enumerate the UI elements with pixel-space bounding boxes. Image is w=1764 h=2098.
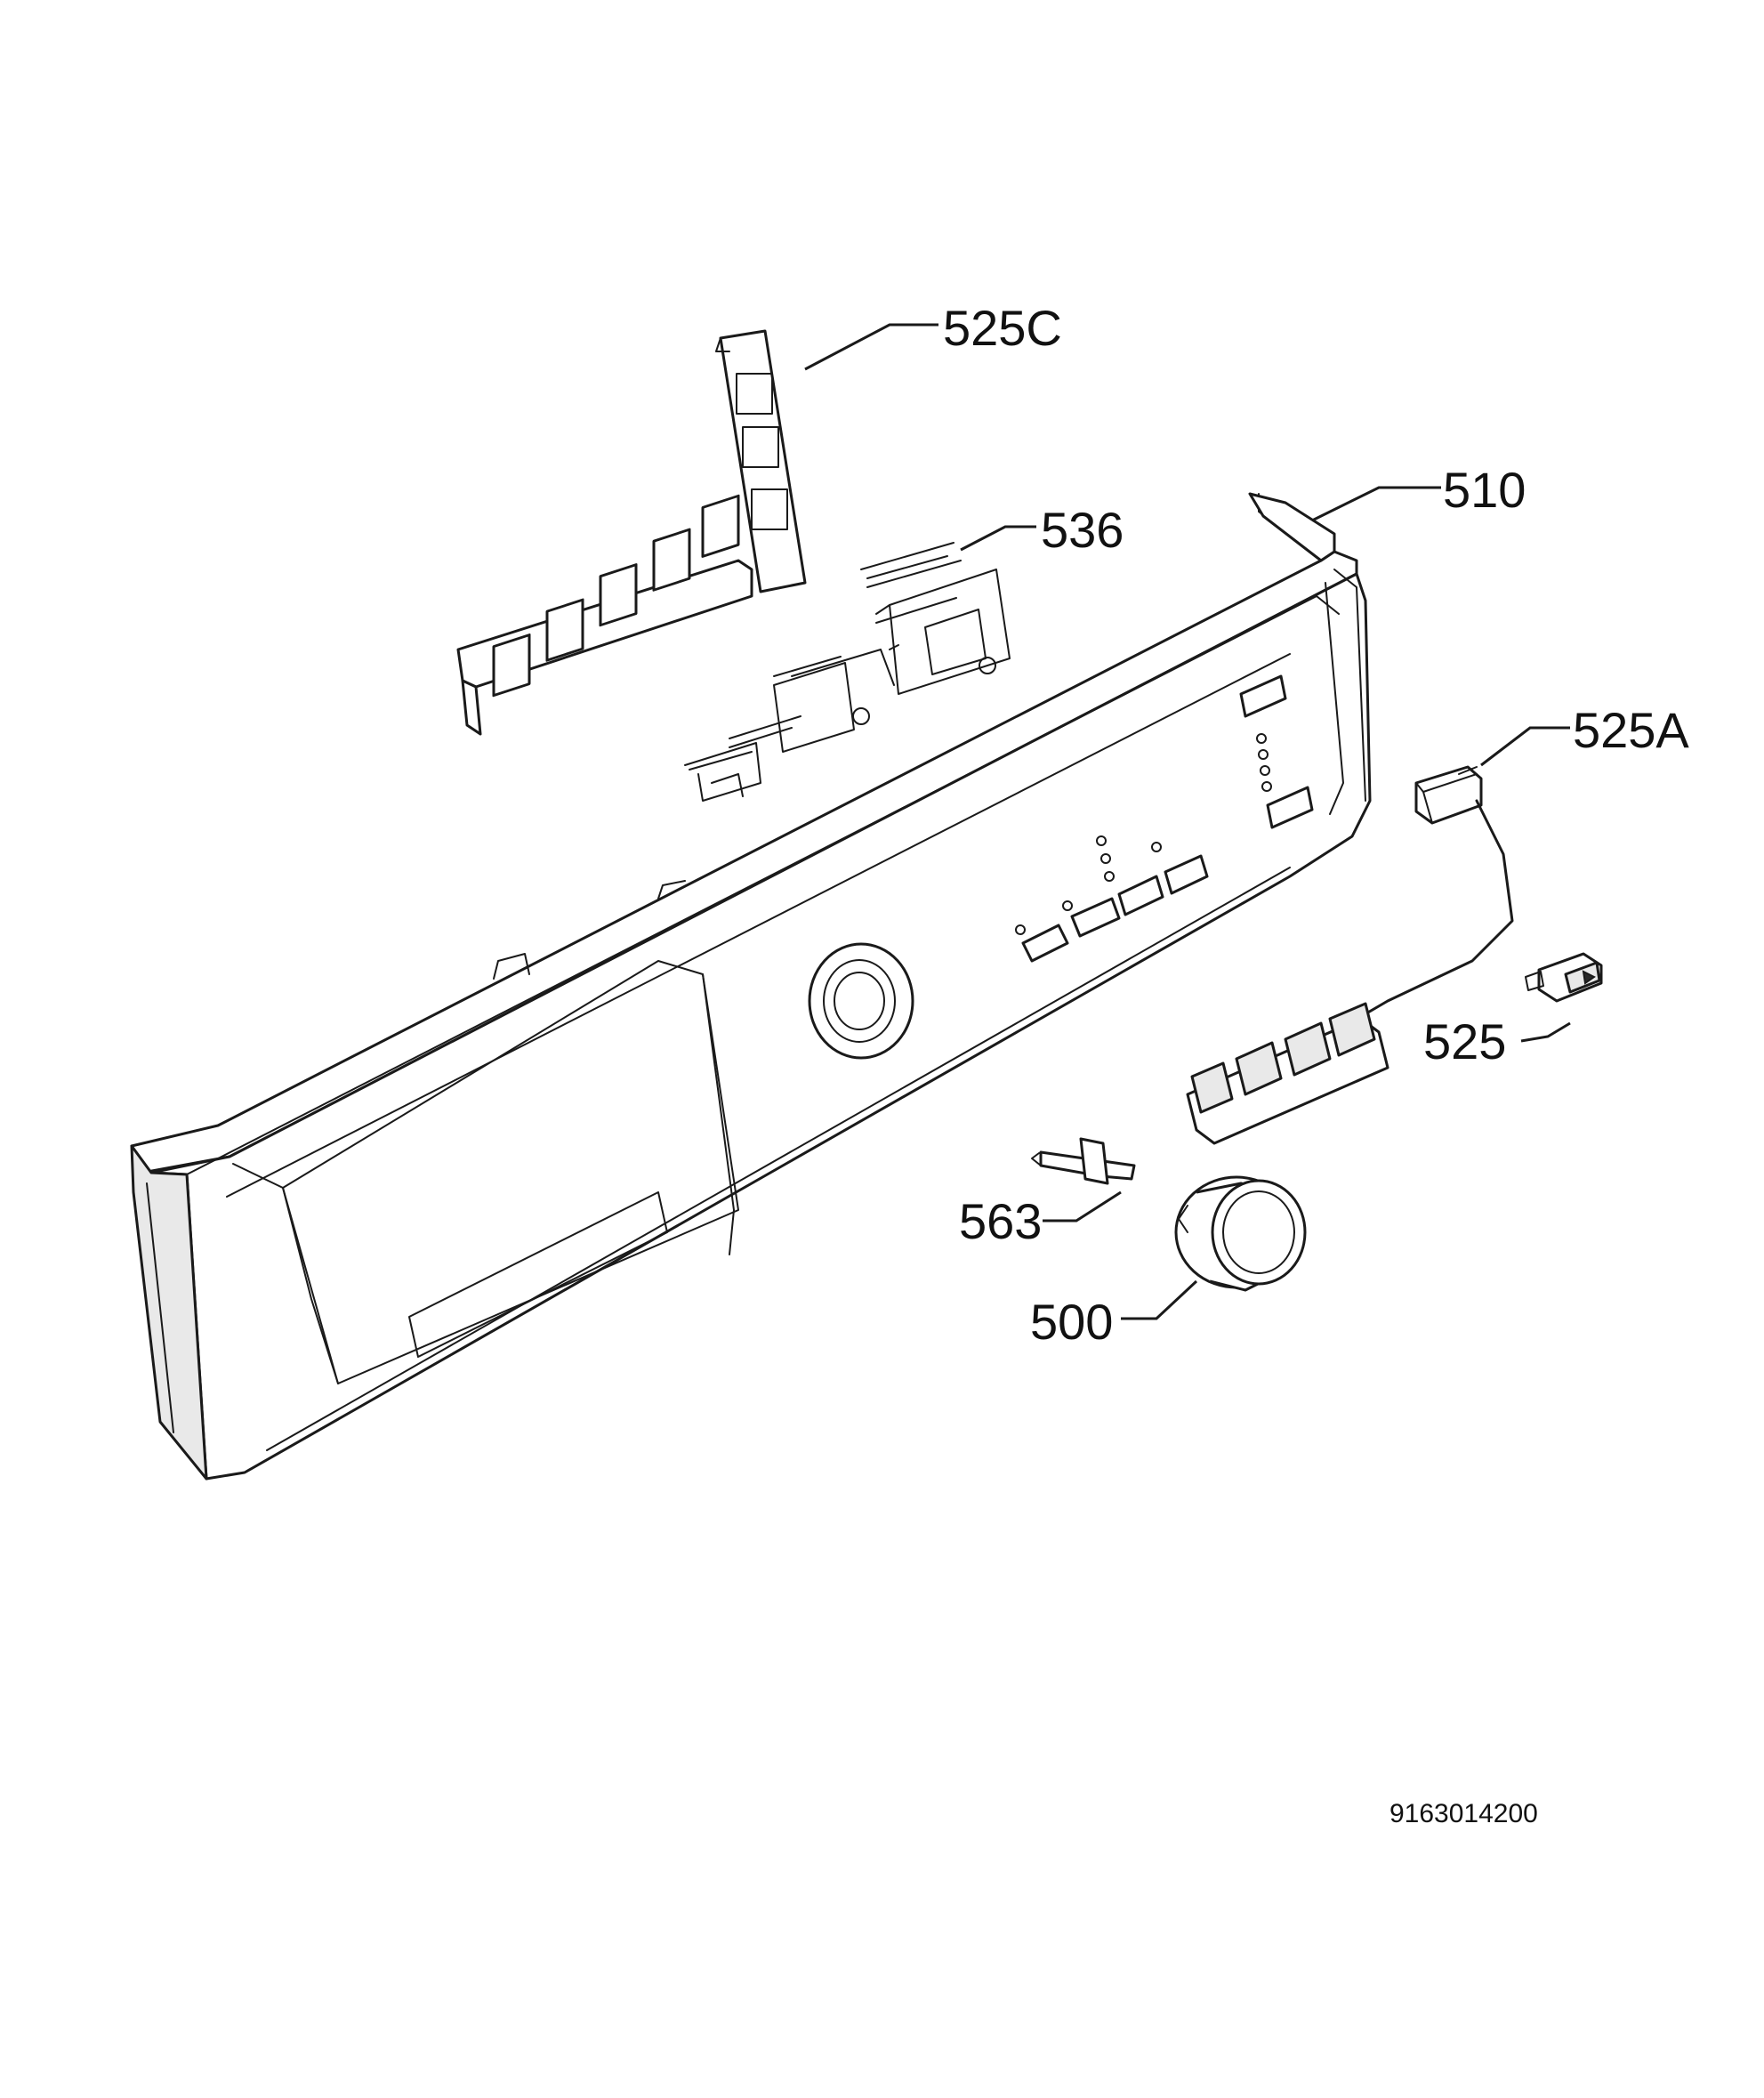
part-525c-button-bracket xyxy=(456,329,807,736)
part-510-control-panel xyxy=(130,492,1372,1481)
label-525: 525 xyxy=(1423,1013,1506,1069)
label-500: 500 xyxy=(1030,1294,1113,1350)
part-500-knob xyxy=(1174,1175,1307,1292)
label-563: 563 xyxy=(959,1193,1042,1249)
label-525a: 525A xyxy=(1573,702,1689,758)
document-number: 9163014200 xyxy=(1389,1799,1538,1828)
label-536: 536 xyxy=(1041,502,1124,558)
part-525-button xyxy=(1525,952,1603,1003)
dial-hole xyxy=(808,942,914,1060)
leader-lines xyxy=(804,323,1571,1320)
part-563-spindle xyxy=(1031,1137,1136,1185)
label-510: 510 xyxy=(1443,462,1526,518)
part-536-light-guides xyxy=(684,542,1011,802)
indicator-leds xyxy=(1015,733,1272,935)
label-525c: 525C xyxy=(943,300,1062,356)
light-guide-pins xyxy=(689,555,996,771)
part-525a-switch xyxy=(1186,765,1514,1145)
